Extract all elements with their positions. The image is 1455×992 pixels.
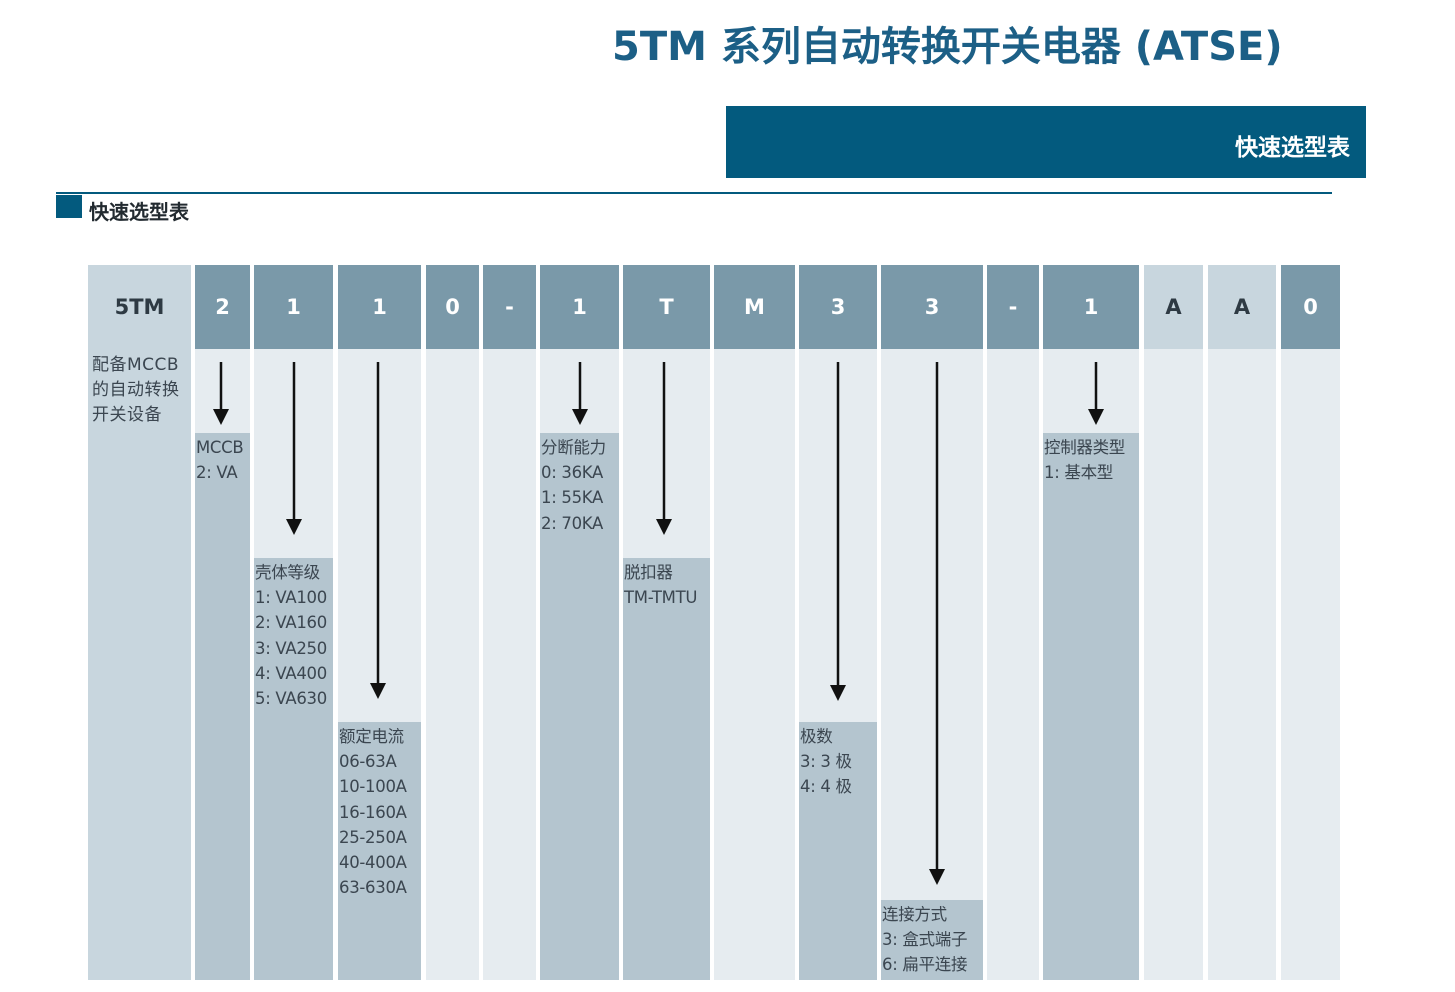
code-header-6: 1 [540, 265, 619, 349]
section-title: 快速选型表 [89, 200, 189, 224]
prefix-description: 配备MCCB 的自动转换 开关设备 [92, 355, 180, 425]
desc-breaking: 分断能力 0: 36KA 1: 55KA 2: 70KA [540, 433, 619, 980]
code-column-13: A [1144, 265, 1203, 980]
desc-frame-text: 壳体等级 1: VA100 2: VA160 3: VA250 4: VA400… [255, 563, 327, 709]
code-column-15: 0 [1281, 265, 1340, 980]
code-header-1: 2 [195, 265, 250, 349]
code-column-6: 1 分断能力 0: 36KA 1: 55KA 2: 70KA [540, 265, 619, 980]
code-header-10: 3 [881, 265, 983, 349]
code-column-1: 2 MCCB 2: VA [195, 265, 250, 980]
code-header-4: 0 [426, 265, 479, 349]
desc-controller: 控制器类型 1: 基本型 [1043, 433, 1139, 980]
desc-trip: 脱扣器 TM-TMTU [623, 558, 710, 980]
code-column-7: T 脱扣器 TM-TMTU [623, 265, 710, 980]
code-column-2: 1 壳体等级 1: VA100 2: VA160 3: VA250 4: VA4… [254, 265, 333, 980]
section-marker [56, 195, 82, 218]
code-header-13: A [1144, 265, 1203, 349]
desc-poles-text: 极数 3: 3 极 4: 4 极 [800, 727, 852, 797]
desc-connection: 连接方式 3: 盒式端子 6: 扁平连接 [881, 900, 983, 980]
desc-current-text: 额定电流 06-63A 10-100A 16-160A 25-250A 40-4… [339, 727, 407, 898]
code-column-4: 0 [426, 265, 479, 980]
code-column-10: 3 连接方式 3: 盒式端子 6: 扁平连接 [881, 265, 983, 980]
desc-trip-text: 脱扣器 TM-TMTU [624, 563, 698, 608]
code-column-12: 1 控制器类型 1: 基本型 [1043, 265, 1139, 980]
code-column-prefix: 5TM 配备MCCB 的自动转换 开关设备 [88, 265, 191, 980]
desc-mccb-text: MCCB 2: VA [196, 438, 244, 483]
page-title: 5TM 系列自动转换开关电器 (ATSE) [612, 24, 1283, 70]
code-header-15: 0 [1281, 265, 1340, 349]
code-column-9: 3 极数 3: 3 极 4: 4 极 [799, 265, 877, 980]
desc-controller-text: 控制器类型 1: 基本型 [1044, 438, 1126, 483]
desc-connection-text: 连接方式 3: 盒式端子 6: 扁平连接 [882, 905, 968, 975]
header-divider [56, 192, 1332, 194]
desc-current: 额定电流 06-63A 10-100A 16-160A 25-250A 40-4… [338, 722, 421, 980]
code-column-3: 1 额定电流 06-63A 10-100A 16-160A 25-250A 40… [338, 265, 421, 980]
code-header-2: 1 [254, 265, 333, 349]
code-header-11: - [987, 265, 1039, 349]
desc-mccb: MCCB 2: VA [195, 433, 250, 980]
desc-poles: 极数 3: 3 极 4: 4 极 [799, 722, 877, 980]
code-column-5: - [483, 265, 536, 980]
code-header-3: 1 [338, 265, 421, 349]
arrow-down-icon [929, 362, 945, 885]
code-header-8: M [714, 265, 795, 349]
code-column-14: A [1208, 265, 1276, 980]
code-header-prefix: 5TM [88, 265, 191, 349]
banner-title: 快速选型表 [1235, 135, 1350, 161]
code-header-9: 3 [799, 265, 877, 349]
code-header-7: T [623, 265, 710, 349]
code-header-5: - [483, 265, 536, 349]
code-header-12: 1 [1043, 265, 1139, 349]
code-header-14: A [1208, 265, 1276, 349]
code-column-11: - [987, 265, 1039, 980]
section-banner: 快速选型表 [726, 106, 1366, 178]
code-column-8: M [714, 265, 795, 980]
desc-breaking-text: 分断能力 0: 36KA 1: 55KA 2: 70KA [541, 438, 606, 533]
desc-frame: 壳体等级 1: VA100 2: VA160 3: VA250 4: VA400… [254, 558, 333, 980]
